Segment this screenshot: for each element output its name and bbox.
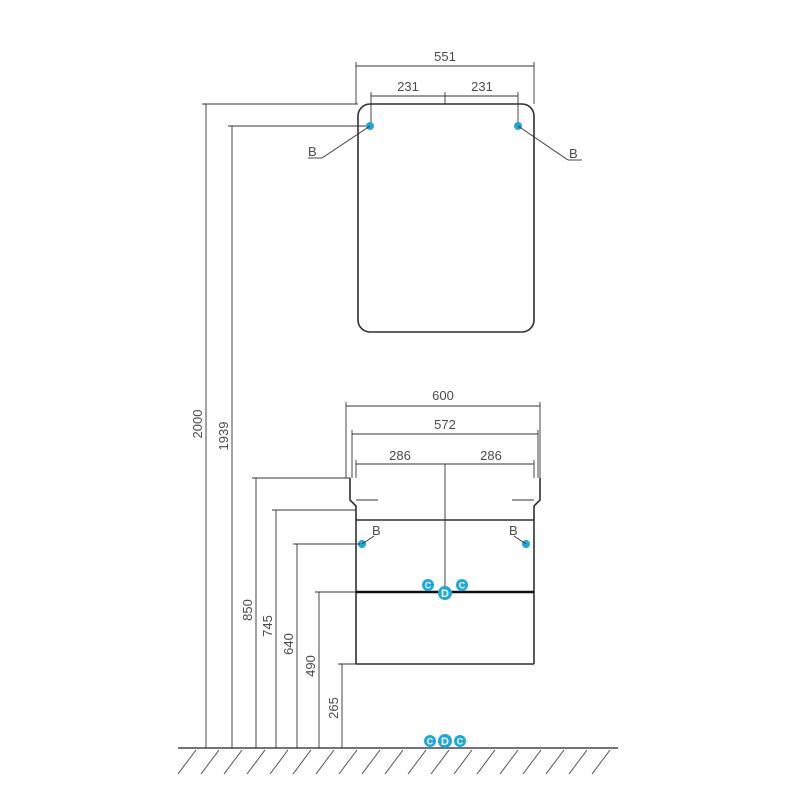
dim-cabinet-inner: 572 bbox=[351, 417, 539, 478]
dim-label-286-left: 286 bbox=[389, 448, 411, 463]
hatch-line bbox=[292, 749, 312, 775]
dim-label-2000: 2000 bbox=[190, 410, 205, 439]
cabinet-top-right-edge bbox=[533, 478, 541, 520]
cabinet-top-left-edge bbox=[349, 478, 357, 520]
dim-height-745: 745 bbox=[260, 509, 356, 748]
badge-c-icon bbox=[454, 735, 466, 747]
hatch-line bbox=[545, 749, 565, 775]
dim-height-490: 490 bbox=[303, 591, 356, 748]
dim-label-286-right: 286 bbox=[480, 448, 502, 463]
badge-d-icon bbox=[438, 586, 452, 600]
hatch-line bbox=[522, 749, 542, 775]
badge-d-icon bbox=[438, 734, 452, 748]
cabinet-cdc-badges: C D C bbox=[422, 579, 468, 600]
dim-label-850: 850 bbox=[240, 599, 255, 621]
badge-c-floor-left-label: C bbox=[427, 737, 434, 747]
hatch-line bbox=[430, 749, 450, 775]
dim-cabinet-width: 600 bbox=[345, 388, 541, 478]
hatch-line bbox=[246, 749, 266, 775]
hatch-line bbox=[591, 749, 611, 775]
hatch-line bbox=[384, 749, 404, 775]
callout-b-mirror-left: B bbox=[308, 144, 317, 159]
hatch-line bbox=[499, 749, 519, 775]
dim-cabinet-halves: 286 286 bbox=[355, 448, 535, 478]
hatch-line bbox=[177, 749, 197, 775]
cabinet-mount-left: B bbox=[358, 523, 381, 548]
floor-hatching bbox=[177, 749, 611, 775]
callout-b-cabinet-right: B bbox=[509, 523, 518, 538]
mirror bbox=[357, 103, 535, 333]
hatch-line bbox=[453, 749, 473, 775]
dim-height-850: 850 bbox=[240, 477, 350, 748]
hatch-line bbox=[407, 749, 427, 775]
dim-height-265: 265 bbox=[326, 663, 356, 748]
dim-label-640: 640 bbox=[281, 633, 296, 655]
dim-mirror-width: 551 bbox=[355, 49, 535, 104]
mirror-mount-right: B bbox=[514, 122, 582, 161]
dim-label-231-right: 231 bbox=[471, 79, 493, 94]
badge-c-icon bbox=[424, 735, 436, 747]
dim-label-231-left: 231 bbox=[397, 79, 419, 94]
mirror-outline bbox=[357, 103, 535, 333]
hatch-line bbox=[223, 749, 243, 775]
badge-c-left-label: C bbox=[425, 581, 432, 591]
dim-height-1939: 1939 bbox=[216, 125, 366, 748]
cabinet bbox=[349, 464, 541, 665]
hatch-line bbox=[315, 749, 335, 775]
dim-label-572: 572 bbox=[434, 417, 456, 432]
hatch-line bbox=[476, 749, 496, 775]
mirror-mount-left: B bbox=[308, 122, 374, 159]
dim-label-600: 600 bbox=[432, 388, 454, 403]
badge-c-right-label: C bbox=[459, 581, 466, 591]
callout-b-cabinet-left: B bbox=[372, 523, 381, 538]
badge-d-floor-center-label: D bbox=[441, 736, 449, 748]
dim-height-640: 640 bbox=[281, 543, 360, 748]
badge-c-floor-right-label: C bbox=[457, 737, 464, 747]
cabinet-mount-right: B bbox=[509, 523, 530, 548]
hatch-line bbox=[361, 749, 381, 775]
badge-c-icon bbox=[456, 579, 468, 591]
callout-b-mirror-right: B bbox=[569, 146, 578, 161]
badge-c-icon bbox=[422, 579, 434, 591]
badge-d-center-label: D bbox=[441, 588, 449, 600]
dim-label-1939: 1939 bbox=[216, 422, 231, 451]
hatch-line bbox=[200, 749, 220, 775]
dim-height-2000: 2000 bbox=[190, 103, 358, 748]
hatch-line bbox=[338, 749, 358, 775]
hatch-line bbox=[568, 749, 588, 775]
dim-label-551: 551 bbox=[434, 49, 456, 64]
floor bbox=[177, 747, 618, 775]
dim-mirror-halves: 231 231 bbox=[370, 79, 519, 124]
hatch-line bbox=[269, 749, 289, 775]
dim-label-265: 265 bbox=[326, 697, 341, 719]
dim-label-745: 745 bbox=[260, 615, 275, 637]
dim-label-490: 490 bbox=[303, 655, 318, 677]
floor-cdc-badges: C D C bbox=[424, 734, 466, 748]
